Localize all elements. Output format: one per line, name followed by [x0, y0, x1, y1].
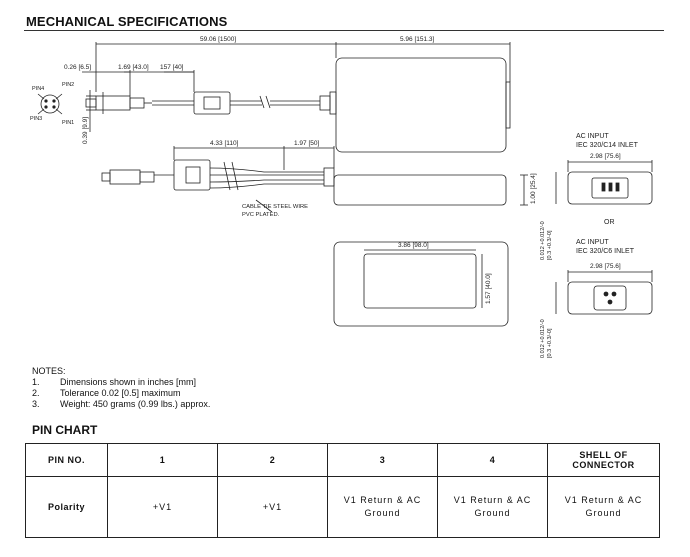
dc-plug [95, 95, 131, 111]
dim-ferrite-pos: 1.69 [43.0] [118, 64, 149, 71]
tolerance-1-bottom: [0.3 +0.3/-0] [547, 230, 553, 260]
notes: NOTES: 1. Dimensions shown in inches [mm… [32, 366, 210, 410]
mechanical-drawing: 59.06 [1500] 5.96 [151.3] 0.26 [6.5] 1.6… [30, 36, 653, 358]
header-cell-shell: SHELL OF CONNECTOR [547, 443, 660, 477]
dim-label-h: 1.57 [40.0] [485, 273, 492, 304]
dim-label-w: 3.86 [98.0] [398, 242, 429, 249]
ac-width-2: 2.98 [75.6] [590, 263, 621, 270]
adapter-body-side [333, 174, 507, 206]
note-text: Dimensions shown in inches [mm] [60, 377, 197, 387]
adapter-body-bottom [333, 241, 509, 327]
ac-input-label-1: AC INPUT [576, 133, 609, 140]
title-divider [24, 30, 664, 31]
dim-plug-offset: 0.26 [6.5] [64, 64, 91, 71]
row-label-polarity: Polarity [25, 476, 108, 538]
pin4-label: PIN4 [32, 86, 44, 92]
cable-tie-note-2: PVC PLATED. [242, 212, 280, 218]
table-cell: V1 Return & AC Ground [547, 476, 660, 538]
dim-body-length: 5.96 [151.3] [400, 36, 435, 43]
table-header-row: PIN NO. 1 2 3 4 SHELL OF CONNECTOR [25, 443, 660, 477]
header-cell-pin-1: 1 [107, 443, 218, 477]
notes-heading: NOTES: [32, 366, 66, 376]
table-row: Polarity +V1 +V1 V1 Return & AC Ground V… [25, 476, 660, 538]
section-title: MECHANICAL SPECIFICATIONS [26, 14, 228, 29]
note-text: Tolerance 0.02 [0.5] maximum [60, 388, 181, 398]
header-cell-pin-4: 4 [437, 443, 548, 477]
ferrite-core [193, 91, 231, 115]
table-cell: +V1 [217, 476, 328, 538]
dim-height: 1.00 [25.4] [530, 173, 537, 204]
note-item: 1. Dimensions shown in inches [mm] [32, 377, 210, 388]
adapter-body-top [335, 57, 507, 153]
tolerance-2-bottom: [0.3 +0.3/-0] [547, 328, 553, 358]
plug-end-view [40, 94, 60, 114]
note-text: Weight: 450 grams (0.99 lbs.) approx. [60, 399, 211, 409]
table-cell: V1 Return & AC Ground [327, 476, 438, 538]
pin2-label: PIN2 [62, 82, 74, 88]
header-cell-pin-3: 3 [327, 443, 438, 477]
dim-cable-tie-pos: 4.33 [110] [210, 140, 239, 147]
ac-width-1: 2.98 [75.6] [590, 153, 621, 160]
header-cell-pin-2: 2 [217, 443, 328, 477]
cable-tie-note-1: CABLE TIE STEEL WIRE [242, 204, 308, 210]
dim-cable-length: 59.06 [1500] [200, 36, 236, 43]
note-item: 3. Weight: 450 grams (0.99 lbs.) approx. [32, 399, 210, 410]
pin1-label: PIN1 [62, 120, 74, 126]
ac-inlet-label-1: IEC 320/C14 INLET [576, 142, 639, 149]
pin-chart-table: PIN NO. 1 2 3 4 SHELL OF CONNECTOR Polar… [25, 443, 660, 538]
header-cell-pin-no: PIN NO. [25, 443, 108, 477]
pin-chart-title: PIN CHART [32, 423, 98, 437]
dim-ferrite-len: 157 [40] [160, 64, 184, 71]
ac-inlet-c6-view [567, 281, 653, 315]
tolerance-1-top: 0.012 +0.012/-0 [540, 221, 546, 260]
note-number: 3. [32, 399, 40, 409]
ac-inlet-c14-view [567, 171, 653, 205]
dim-plug-dia: 0.39 [9.9] [82, 117, 89, 144]
table-cell: V1 Return & AC Ground [437, 476, 548, 538]
ac-input-label-2: AC INPUT [576, 239, 609, 246]
ac-inlet-label-2: IEC 320/C6 INLET [576, 248, 635, 255]
note-number: 1. [32, 377, 40, 387]
or-label: OR [604, 219, 615, 226]
dim-tail: 1.97 [50] [294, 140, 319, 147]
note-number: 2. [32, 388, 40, 398]
pin3-label: PIN3 [30, 116, 42, 122]
table-cell: +V1 [107, 476, 218, 538]
tolerance-2-top: 0.012 +0.012/-0 [540, 319, 546, 358]
note-item: 2. Tolerance 0.02 [0.5] maximum [32, 388, 210, 399]
